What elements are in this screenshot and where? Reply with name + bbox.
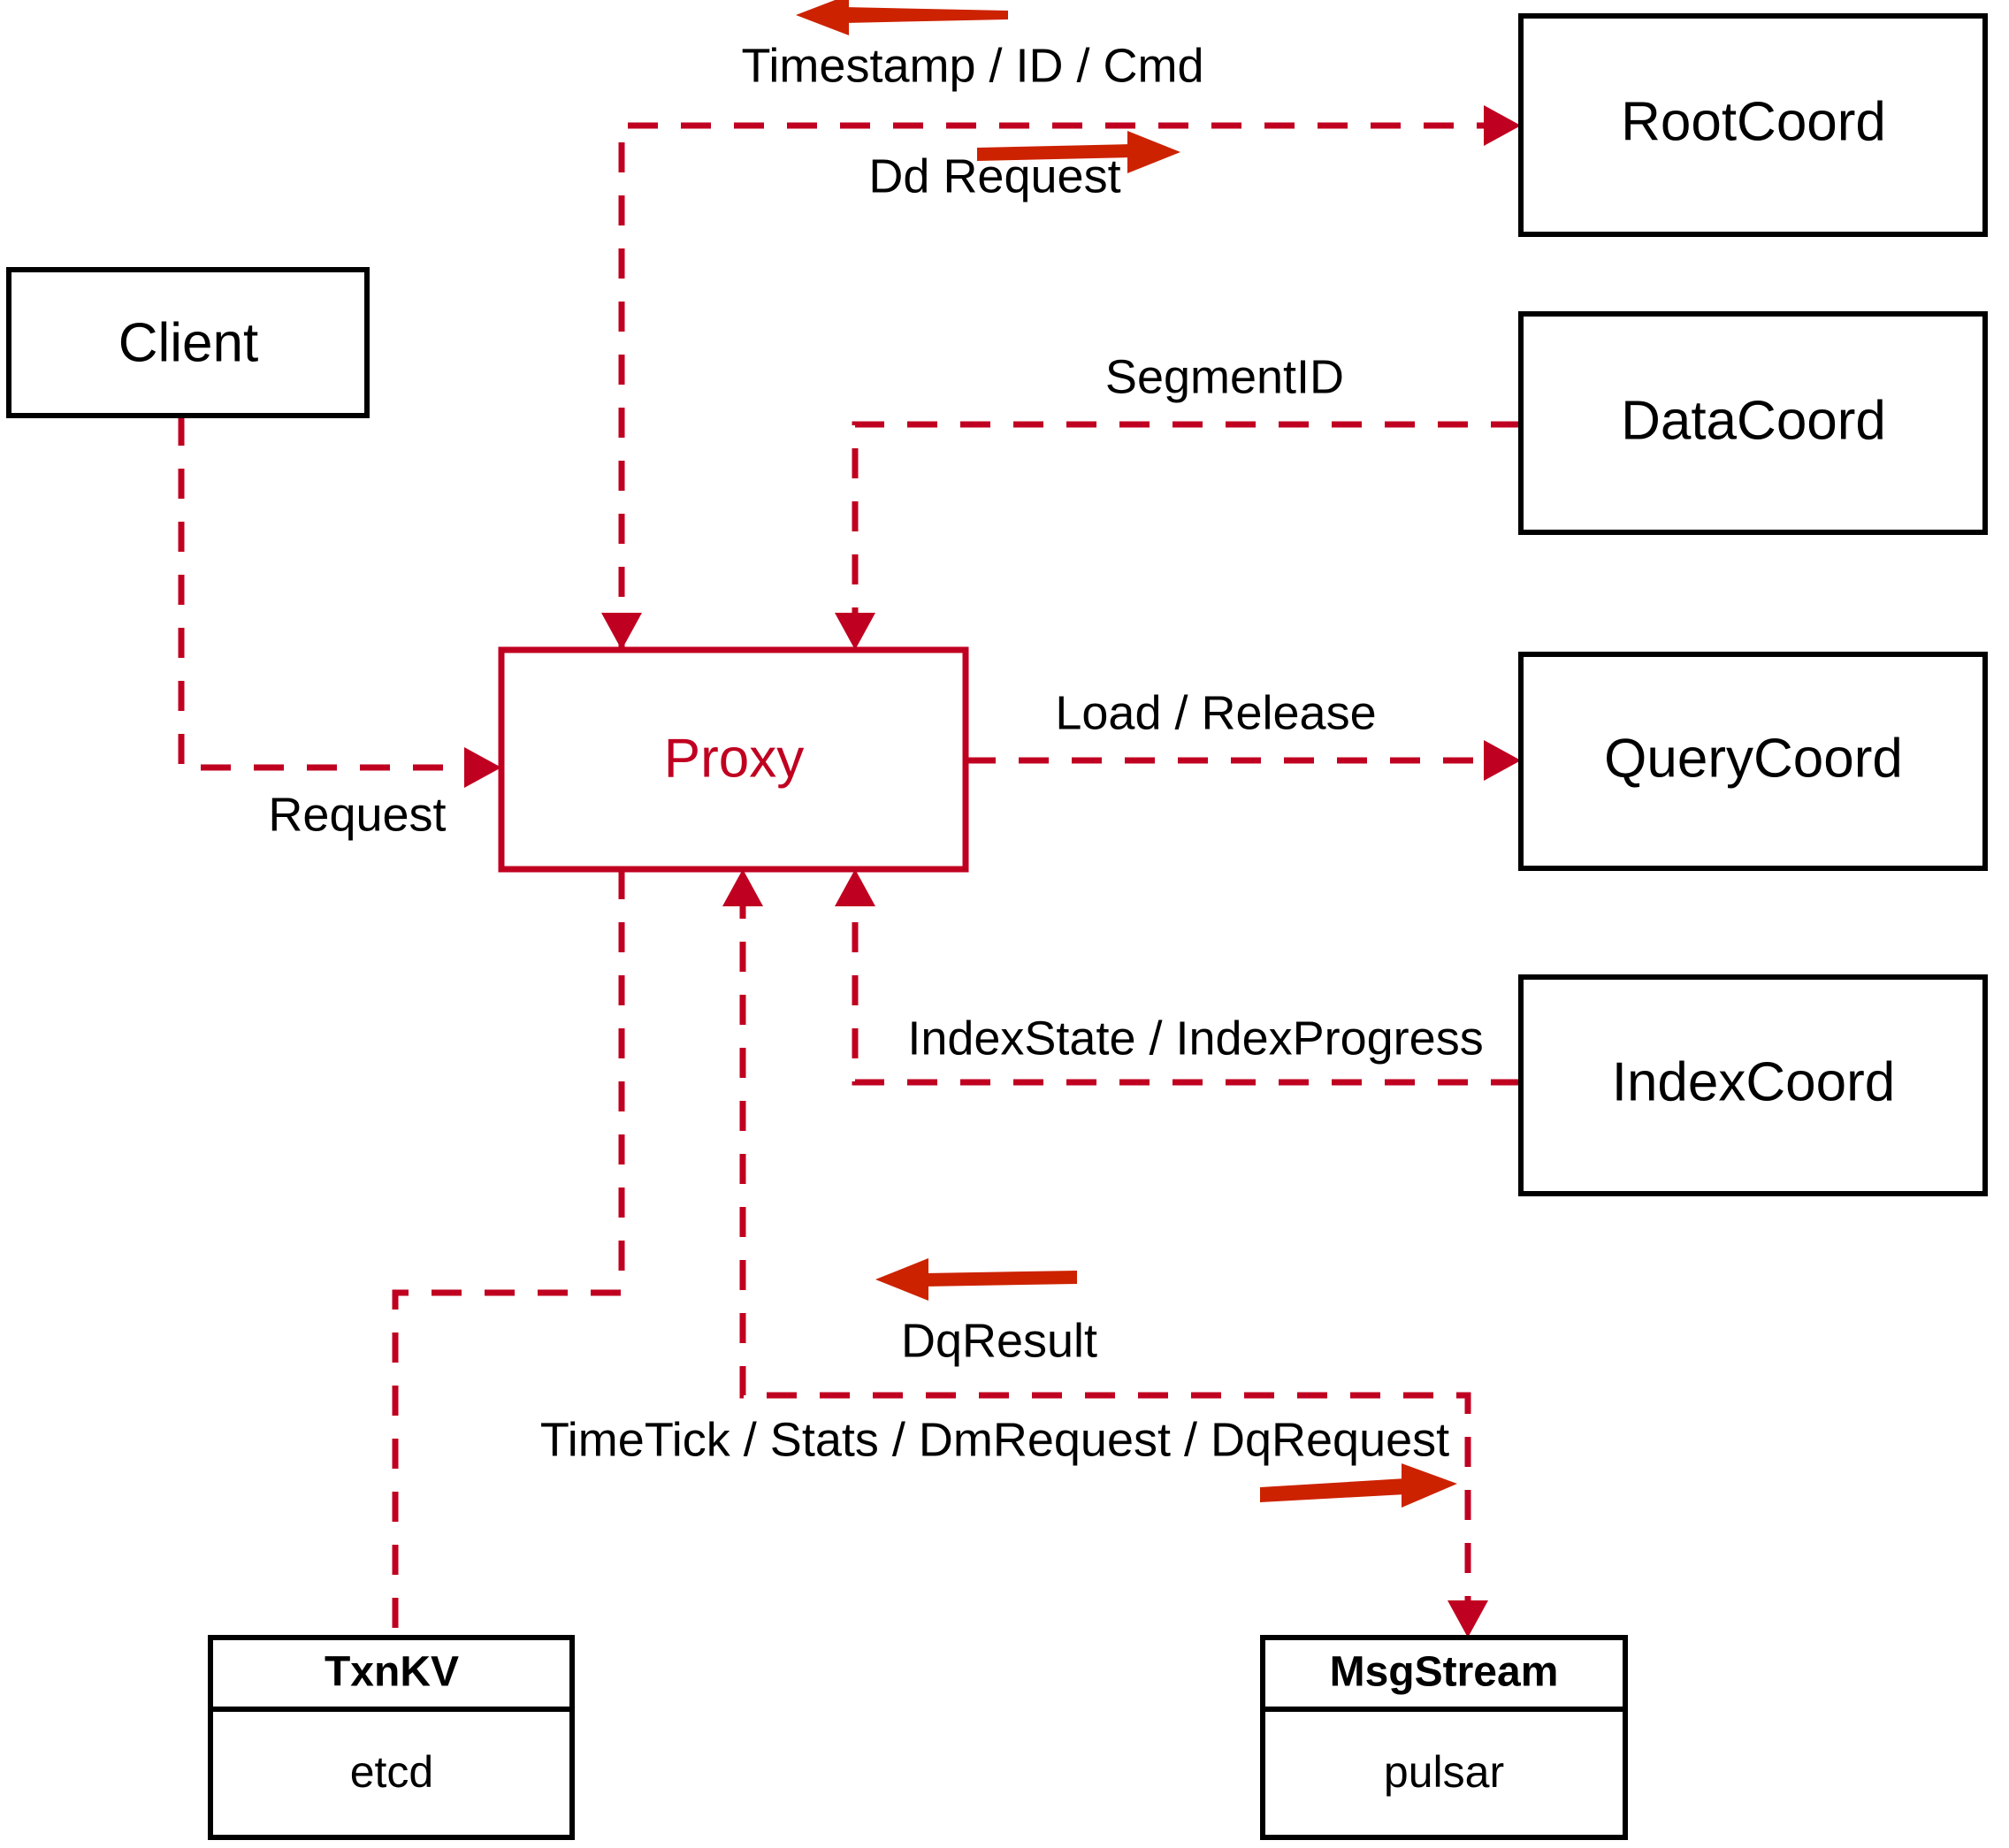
edge-proxy-to-querycoord xyxy=(966,740,1521,781)
node-msgstream[interactable]: MsgStream pulsar xyxy=(1260,1635,1628,1840)
edge-label-index-state-progress: IndexState / IndexProgress xyxy=(907,1012,1483,1065)
edge-client-to-proxy xyxy=(178,416,501,788)
edge-proxy-to-rootcoord xyxy=(601,105,1521,650)
direction-arrow-rightwards-dd xyxy=(977,131,1180,173)
edge-msgstream-to-proxy xyxy=(722,869,1488,1638)
edge-label-request: Request xyxy=(268,788,446,841)
node-querycoord[interactable]: QueryCoord xyxy=(1518,652,1988,871)
node-txnkv-title: TxnKV xyxy=(325,1649,459,1696)
edge-label-segment-id: SegmentID xyxy=(1105,350,1344,403)
node-txnkv-impl: etcd xyxy=(350,1747,434,1797)
node-client[interactable]: Client xyxy=(6,267,370,418)
direction-arrow-leftwards-dqresult xyxy=(875,1258,1077,1301)
edge-label-timetick-stats: TimeTick / Stats / DmRequest / DqRequest xyxy=(540,1413,1449,1466)
node-msgstream-title: MsgStream xyxy=(1330,1649,1559,1696)
edge-label-dd-request: Dd Request xyxy=(868,149,1120,202)
edge-datacoord-to-proxy xyxy=(835,421,1521,650)
edge-label-load-release: Load / Release xyxy=(1055,686,1376,739)
node-msgstream-impl: pulsar xyxy=(1384,1747,1504,1797)
edge-indexcoord-to-proxy xyxy=(835,869,1521,1086)
node-proxy[interactable]: Proxy xyxy=(498,646,969,873)
node-rootcoord-label: RootCoord xyxy=(1621,91,1886,152)
node-rootcoord[interactable]: RootCoord xyxy=(1518,13,1988,237)
node-txnkv[interactable]: TxnKV etcd xyxy=(208,1635,575,1840)
node-indexcoord-label: IndexCoord xyxy=(1612,1051,1896,1112)
node-client-label: Client xyxy=(118,312,259,373)
node-indexcoord[interactable]: IndexCoord xyxy=(1518,974,1988,1196)
node-proxy-label: Proxy xyxy=(664,728,804,789)
direction-arrow-rightwards-timetick xyxy=(1260,1463,1457,1508)
direction-arrow-leftwards-top xyxy=(796,0,1008,35)
node-querycoord-label: QueryCoord xyxy=(1604,728,1903,789)
node-datacoord[interactable]: DataCoord xyxy=(1518,311,1988,535)
edge-label-timestamp-id-cmd: Timestamp / ID / Cmd xyxy=(741,39,1203,92)
edge-proxy-to-txnkv xyxy=(392,869,625,1638)
node-datacoord-label: DataCoord xyxy=(1621,390,1886,451)
edge-label-dq-result: DqResult xyxy=(901,1314,1097,1367)
